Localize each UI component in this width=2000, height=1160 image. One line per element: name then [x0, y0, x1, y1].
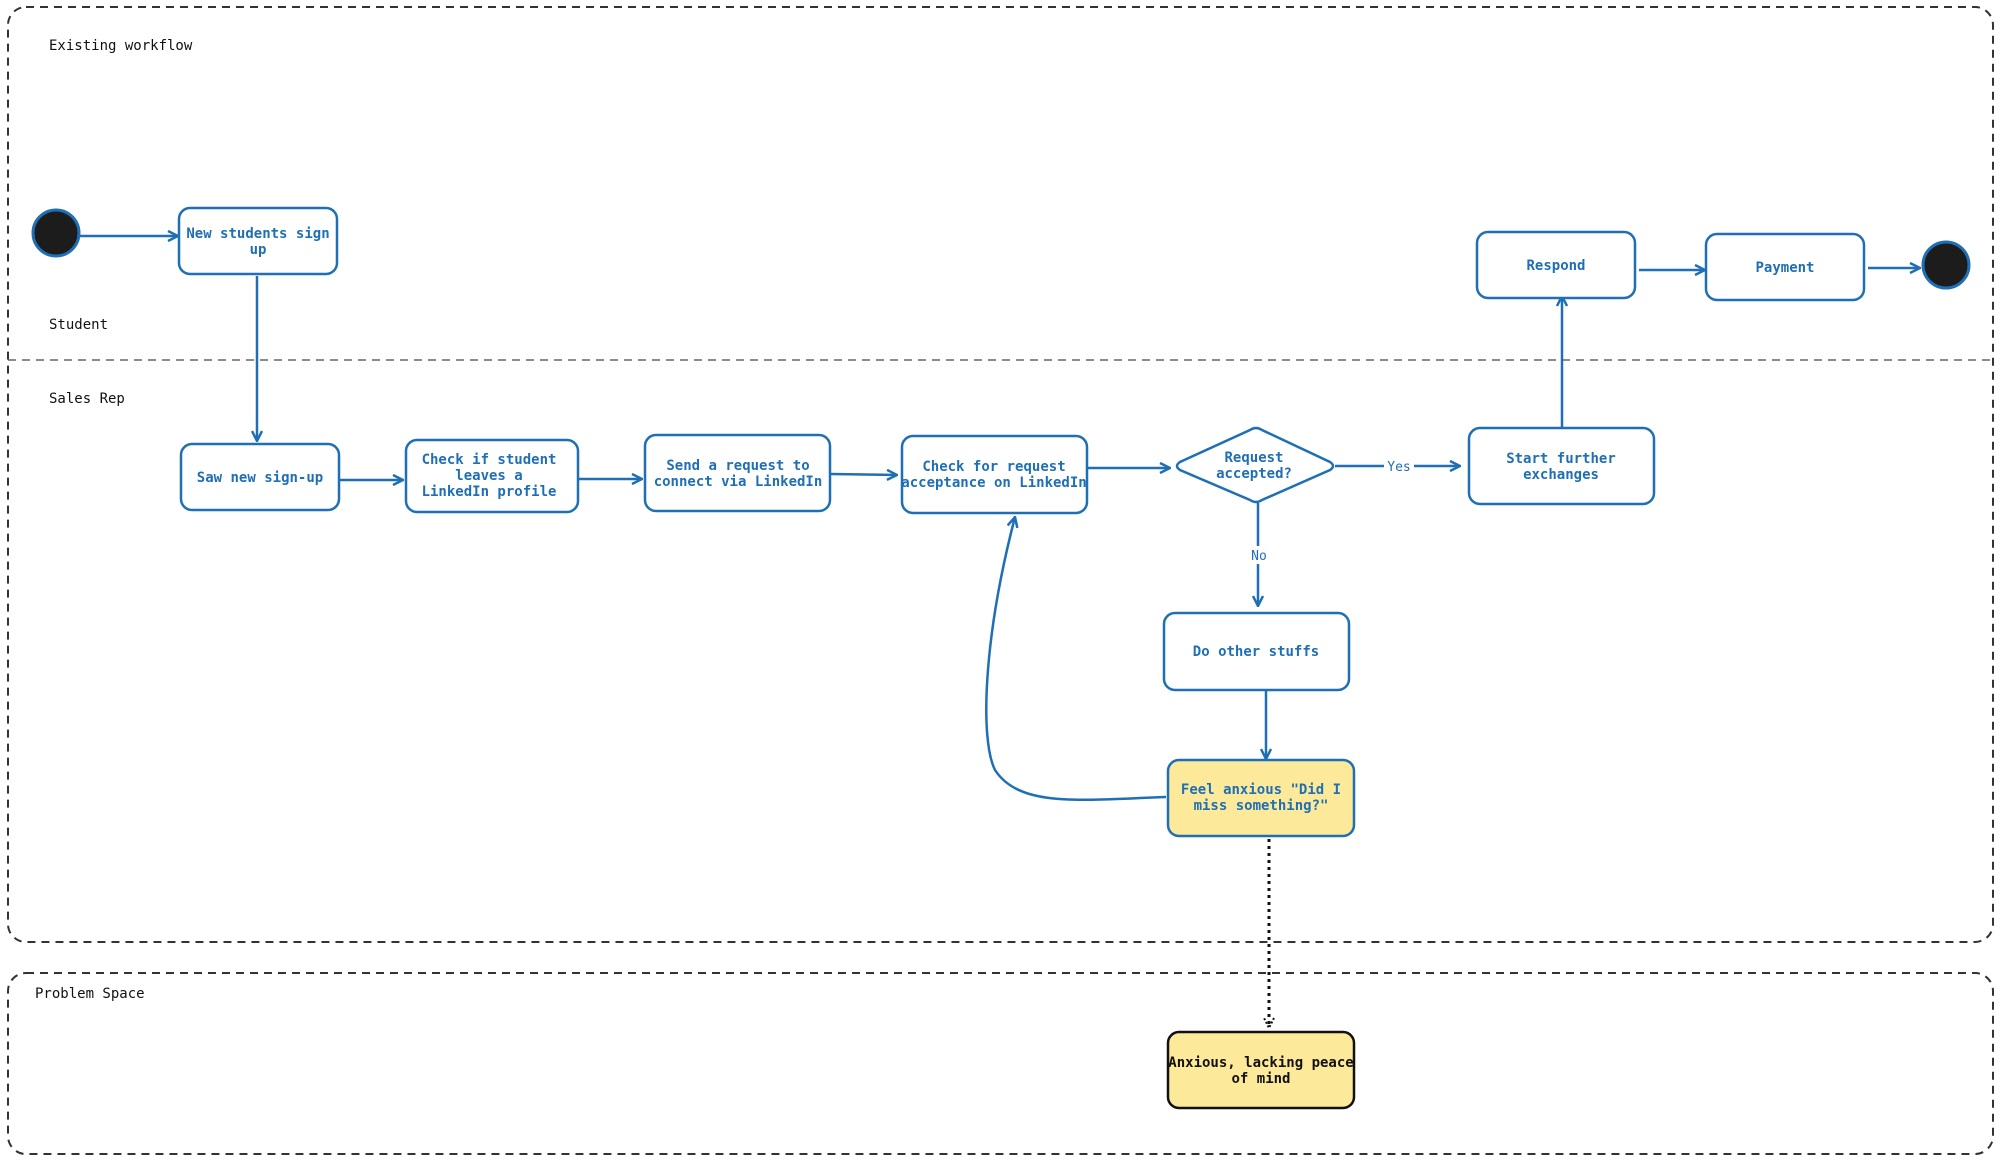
- node-label-line: Send a request to: [666, 458, 809, 474]
- svg-text:Saw new sign-up: Saw new sign-up: [197, 470, 323, 486]
- node-label-line: Respond: [1526, 258, 1585, 274]
- node-respond: Respond: [1475, 230, 1637, 300]
- node-label-line: leaves a: [455, 468, 522, 484]
- node-label-line: Check for request: [922, 459, 1065, 475]
- node-label-line: up: [250, 242, 267, 258]
- node-label-line: accepted?: [1216, 466, 1292, 482]
- node-label-line: Start further: [1506, 451, 1616, 467]
- end-node: [1921, 240, 1971, 290]
- node-label-line: Saw new sign-up: [197, 470, 323, 486]
- edge-label-no: No: [1251, 549, 1267, 564]
- start-node: [31, 208, 81, 258]
- no-label-bg: [1246, 546, 1272, 564]
- node-label-line: acceptance on LinkedIn: [901, 475, 1086, 491]
- edge-label-yes: Yes: [1387, 460, 1410, 475]
- svg-text:Respond: Respond: [1526, 258, 1585, 274]
- lane-label-problem-space: Problem Space: [35, 986, 145, 1002]
- node-label-line: New students sign: [186, 226, 329, 242]
- node-label-line: miss something?": [1194, 798, 1329, 814]
- edge-send-to-acceptance: [830, 474, 897, 475]
- edges: [80, 236, 1920, 1027]
- problem-space-frame: [7, 972, 1994, 1155]
- node-label-line: Check if student: [422, 452, 557, 468]
- svg-text:Do other stuffs: Do other stuffs: [1193, 644, 1319, 660]
- node-label-line: Request: [1224, 450, 1283, 466]
- node-label-line: exchanges: [1523, 467, 1599, 483]
- workflow-frame: [7, 6, 1994, 943]
- lane-label-sales-rep: Sales Rep: [49, 391, 125, 407]
- node-label-line: Do other stuffs: [1193, 644, 1319, 660]
- node-label-line: connect via LinkedIn: [654, 474, 823, 490]
- node-label-line: Anxious, lacking peace: [1168, 1055, 1353, 1071]
- edge-anxious-back-to-acceptance: [985, 517, 1167, 802]
- lane-label-student: Student: [49, 317, 108, 333]
- workflow-title: Existing workflow: [49, 38, 193, 54]
- node-label-line: LinkedIn profile: [422, 484, 557, 500]
- node-saw-signup: Saw new sign-up: [179, 442, 341, 512]
- yes-label-bg: [1384, 456, 1414, 476]
- node-label-line: Feel anxious "Did I: [1181, 782, 1341, 798]
- node-label-line: of mind: [1231, 1071, 1290, 1087]
- svg-text:Payment: Payment: [1755, 260, 1814, 276]
- node-label-line: Payment: [1755, 260, 1814, 276]
- node-payment: Payment: [1704, 232, 1866, 302]
- node-other-stuffs: Do other stuffs: [1162, 611, 1351, 692]
